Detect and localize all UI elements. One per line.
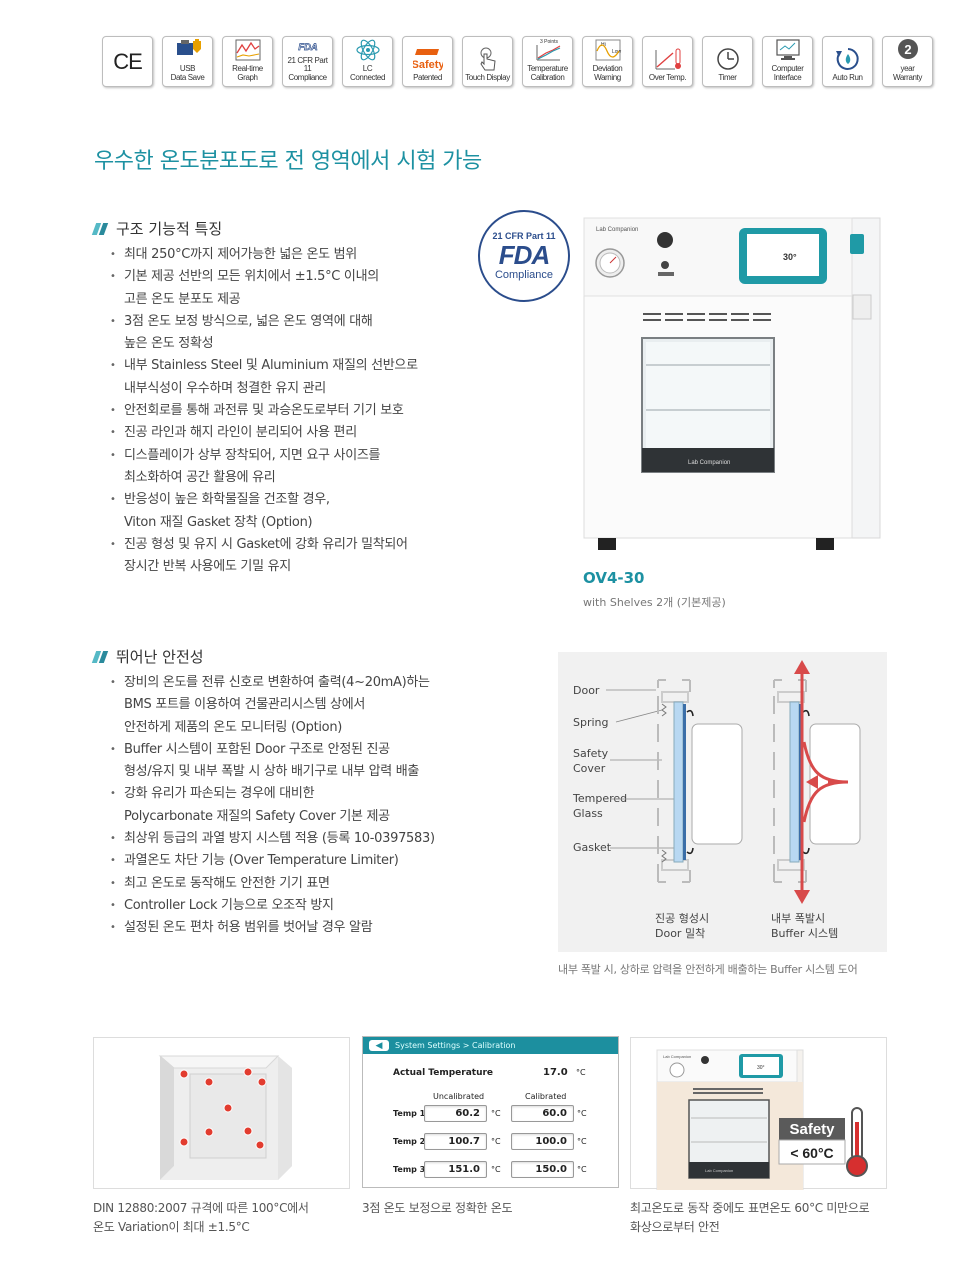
lc-connected-icon: LC Connected <box>342 36 393 87</box>
unit-label: °C <box>491 1137 501 1146</box>
svg-text:Lab Companion: Lab Companion <box>596 227 638 233</box>
page-headline: 우수한 온도분포도로 전 영역에서 시험 가능 <box>94 149 482 174</box>
temp1-label: Temp 1 <box>393 1109 426 1118</box>
list-item: 내부 Stainless Steel 및 Aluminium 재질의 선반으로 … <box>110 355 470 400</box>
svg-text:3 Points: 3 Points <box>539 39 558 45</box>
list-item: 진공 라인과 해지 라인이 분리되어 사용 편리 <box>110 422 470 445</box>
back-arrow-icon[interactable]: ◀ <box>369 1040 389 1051</box>
svg-text:Lab Companion: Lab Companion <box>663 1054 691 1059</box>
safety-feature-list: 장비의 온도를 전류 신호로 변환하여 출력(4~20mA)하는 BMS 포트를… <box>110 672 490 940</box>
warranty-icon: 2 year Warranty <box>882 36 933 87</box>
list-item: 반응성이 높은 화학물질을 건조할 경우, Viton 재질 Gasket 장착… <box>110 489 470 534</box>
list-item: 디스플레이가 상부 장착되어, 지면 요구 사이즈를 최소화하여 공간 활용에 … <box>110 445 470 490</box>
fda-icon: FDA 21 CFR Part 11 Compliance <box>282 36 333 87</box>
over-temp-icon: Over Temp. <box>642 36 693 87</box>
actual-temperature-value: 17.0 <box>543 1067 568 1078</box>
unit-label: °C <box>577 1165 587 1174</box>
svg-text:< 60°C: < 60°C <box>790 1145 833 1161</box>
unit-label: °C <box>491 1165 501 1174</box>
diagram-label-gasket: Gasket <box>573 841 612 854</box>
svg-text:FDA: FDA <box>298 41 318 52</box>
product-image: 21 CFR Part 11 FDA Compliance Lab Compan… <box>478 210 898 560</box>
svg-text:30°: 30° <box>783 252 797 262</box>
calibration-breadcrumb: System Settings > Calibration <box>395 1041 516 1050</box>
computer-icon: Computer Interface <box>762 36 813 87</box>
unit-label: °C <box>577 1109 587 1118</box>
temp1-calibrated-field[interactable]: 60.0 <box>511 1105 574 1122</box>
buffer-diagram-caption: 내부 폭발 시, 상하로 압력을 안전하게 배출하는 Buffer 시스템 도어 <box>558 963 858 976</box>
vacuum-oven-illustration: Lab Companion 30° Lab Companion <box>583 217 881 550</box>
list-item: 최고 온도로 동작해도 안전한 기기 표면 <box>110 873 490 896</box>
list-item: 설정된 온도 편차 허용 범위를 벗어날 경우 알람 <box>110 917 490 940</box>
list-item: 최상위 등급의 과열 방지 시스템 적용 (등록 10-0397583) <box>110 828 490 851</box>
list-item: 안전회로를 통해 과전류 및 과승온도로부터 기기 보호 <box>110 400 470 423</box>
calibration-icon: 3 Points Temperature Calibration <box>522 36 573 87</box>
list-item: 진공 형성 및 유지 시 Gasket에 강화 유리가 밀착되어 장시간 반복 … <box>110 534 470 579</box>
touch-icon: Touch Display <box>462 36 513 87</box>
diagram-label-tempered-glass: Tempered Glass <box>573 792 628 820</box>
fda-compliance-badge: 21 CFR Part 11 FDA Compliance <box>478 210 570 302</box>
section-title-safety: 뛰어난 안전성 <box>91 646 204 667</box>
diagram-label-safety-cover: Safety Cover <box>573 747 609 775</box>
section-marker-icon <box>91 222 109 235</box>
diagram-label-spring: Spring <box>573 716 609 729</box>
temp3-uncalibrated-field[interactable]: 151.0 <box>424 1161 487 1178</box>
chamber-panel-caption: DIN 12880:2007 규격에 따른 100°C에서 온도 Variati… <box>93 1201 309 1234</box>
unit-label: °C <box>577 1137 587 1146</box>
unit-label: °C <box>576 1068 586 1077</box>
list-item: 최대 250°C까지 제어가능한 넓은 온도 범위 <box>110 244 470 267</box>
unit-label: °C <box>491 1109 501 1118</box>
thermometer-icon <box>846 1107 868 1177</box>
svg-text:Lab Companion: Lab Companion <box>688 460 730 466</box>
diagram-caption-buffer: 내부 폭발시 Buffer 시스템 <box>771 912 839 940</box>
temp3-label: Temp 3 <box>393 1165 426 1174</box>
list-item: 기본 제공 선반의 모든 위치에서 ±1.5°C 이내의 고른 온도 분포도 제… <box>110 266 470 311</box>
chamber-distribution-panel <box>93 1037 350 1189</box>
surface-safety-panel: Lab Companion 30° Lab Companion Safety <… <box>630 1037 887 1191</box>
calibrated-header: Calibrated <box>525 1092 567 1101</box>
list-item: Controller Lock 기능으로 오조작 방지 <box>110 895 490 918</box>
list-item: 장비의 온도를 전류 신호로 변환하여 출력(4~20mA)하는 BMS 포트를… <box>110 672 490 739</box>
temp3-calibrated-field[interactable]: 150.0 <box>511 1161 574 1178</box>
door-closed-drawing <box>657 679 743 883</box>
door-buffer-drawing <box>773 660 861 904</box>
list-item: 3점 온도 보정 방식으로, 넓은 온도 영역에 대해 높은 온도 정확성 <box>110 311 470 356</box>
list-item: 과열온도 차단 기능 (Over Temperature Limiter) <box>110 850 490 873</box>
product-model-subtitle: with Shelves 2개 (기본제공) <box>583 596 726 609</box>
diagram-label-door: Door <box>573 684 600 697</box>
auto-run-icon: Auto Run <box>822 36 873 87</box>
safety-icon: Safety Patented <box>402 36 453 87</box>
temp2-calibrated-field[interactable]: 100.0 <box>511 1133 574 1150</box>
svg-text:Safety: Safety <box>413 59 443 71</box>
feature-icon-strip: CE USB Data Save Real-time Graph FDA 21 … <box>102 36 933 87</box>
calibration-title-bar: ◀ System Settings > Calibration <box>363 1037 618 1054</box>
svg-text:2: 2 <box>904 42 911 57</box>
svg-text:30°: 30° <box>757 1065 765 1071</box>
diagram-caption-vacuum: 진공 형성시 Door 밀착 <box>655 912 710 940</box>
list-item: Buffer 시스템이 포함된 Door 구조로 안정된 진공 형성/유지 및 … <box>110 739 490 784</box>
timer-icon: Timer <box>702 36 753 87</box>
list-item: 강화 유리가 파손되는 경우에 대비한 Polycarbonate 재질의 Sa… <box>110 783 490 828</box>
uncalibrated-header: Uncalibrated <box>433 1092 485 1101</box>
ce-mark-icon: CE <box>102 36 153 87</box>
temp2-uncalibrated-field[interactable]: 100.7 <box>424 1133 487 1150</box>
svg-text:Low: Low <box>612 49 622 55</box>
safety-badge <box>779 1118 845 1140</box>
temp2-label: Temp 2 <box>393 1137 426 1146</box>
calibration-panel-caption: 3점 온도 보정으로 정확한 온도 <box>362 1201 513 1215</box>
surface-safety-caption: 최고온도로 동작 중에도 표면온도 60°C 미만으로 화상으로부터 안전 <box>630 1201 870 1234</box>
section-marker-icon <box>91 650 109 663</box>
actual-temperature-label: Actual Temperature <box>393 1068 494 1078</box>
product-model: OV4-30 <box>583 569 645 587</box>
graph-icon: Real-time Graph <box>222 36 273 87</box>
buffer-system-diagram: Door Spring Safety Cover Tempered Glass … <box>558 652 887 952</box>
temp1-uncalibrated-field[interactable]: 60.2 <box>424 1105 487 1122</box>
usb-icon: USB Data Save <box>162 36 213 87</box>
structure-feature-list: 최대 250°C까지 제어가능한 넓은 온도 범위 기본 제공 선반의 모든 위… <box>110 244 470 578</box>
svg-text:Lab Companion: Lab Companion <box>705 1168 733 1173</box>
svg-text:Safety: Safety <box>789 1121 835 1138</box>
calibration-screen: ◀ System Settings > Calibration Actual T… <box>362 1036 619 1188</box>
section-title-structure: 구조 기능적 특징 <box>91 218 222 239</box>
